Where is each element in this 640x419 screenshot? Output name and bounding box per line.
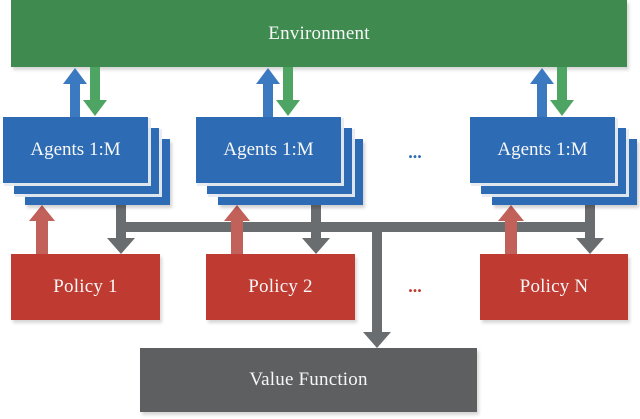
- agent-stack-1-label: Agents 1:M: [30, 139, 121, 160]
- policy-1-label: Policy 1: [53, 276, 118, 297]
- env-to-agent-arrowhead-icon: [550, 100, 574, 116]
- agent1-output-line: [116, 205, 126, 238]
- to-policy1-arrowhead-icon: [107, 238, 135, 254]
- agent3-output-line: [585, 205, 595, 238]
- env-to-agent-arrow-shaft: [283, 67, 293, 101]
- policy-n-label: Policy N: [519, 276, 589, 297]
- agent-to-env-arrowhead-icon: [530, 68, 554, 84]
- policy1-to-agents-arrowhead-icon: [29, 205, 55, 221]
- env-to-agent-arrow-shaft: [90, 67, 100, 101]
- agent-stack-3-box: Agents 1:M: [470, 117, 615, 183]
- value-function-node: Value Function: [140, 348, 477, 412]
- policies-ellipsis: ...: [408, 276, 422, 296]
- environment-label: Environment: [268, 22, 370, 44]
- to-value-function-line: [372, 222, 382, 332]
- agent-stack-2-label: Agents 1:M: [223, 139, 314, 160]
- environment-node: Environment: [11, 0, 627, 67]
- agent2-output-line: [311, 205, 321, 238]
- connector-bus-line: [116, 222, 595, 232]
- agent-to-env-arrow-shaft: [70, 83, 80, 117]
- policyN-to-agents-arrowhead-icon: [498, 205, 524, 221]
- policyN-to-agents-arrow-shaft: [505, 220, 517, 254]
- agent-stack-3: Agents 1:M: [470, 117, 640, 228]
- agent-stack-1-box: Agents 1:M: [3, 117, 148, 183]
- agent-to-env-arrowhead-icon: [63, 68, 87, 84]
- policy-2-node: Policy 2: [206, 254, 355, 320]
- to-value-function-arrowhead-icon: [363, 332, 391, 348]
- env-to-agent-arrowhead-icon: [276, 100, 300, 116]
- to-policy2-arrowhead-icon: [302, 238, 330, 254]
- policy1-to-agents-arrow-shaft: [36, 220, 48, 254]
- policy-n-node: Policy N: [480, 254, 628, 320]
- agent-to-env-arrow-shaft: [537, 83, 547, 117]
- agent-to-env-arrow-shaft: [263, 83, 273, 117]
- to-policyN-arrowhead-icon: [576, 238, 604, 254]
- policy-2-label: Policy 2: [248, 276, 313, 297]
- value-function-label: Value Function: [249, 369, 368, 390]
- agent-stack-2: Agents 1:M: [196, 117, 386, 228]
- agent-stack-2-box: Agents 1:M: [196, 117, 341, 183]
- policy-1-node: Policy 1: [11, 254, 160, 320]
- env-to-agent-arrowhead-icon: [83, 100, 107, 116]
- agents-ellipsis: ...: [408, 142, 422, 162]
- agent-to-env-arrowhead-icon: [256, 68, 280, 84]
- env-to-agent-arrow-shaft: [557, 67, 567, 101]
- agent-stack-1: Agents 1:M: [3, 117, 193, 228]
- policy2-to-agents-arrow-shaft: [231, 220, 243, 254]
- agent-stack-3-label: Agents 1:M: [497, 139, 588, 160]
- policy2-to-agents-arrowhead-icon: [224, 205, 250, 221]
